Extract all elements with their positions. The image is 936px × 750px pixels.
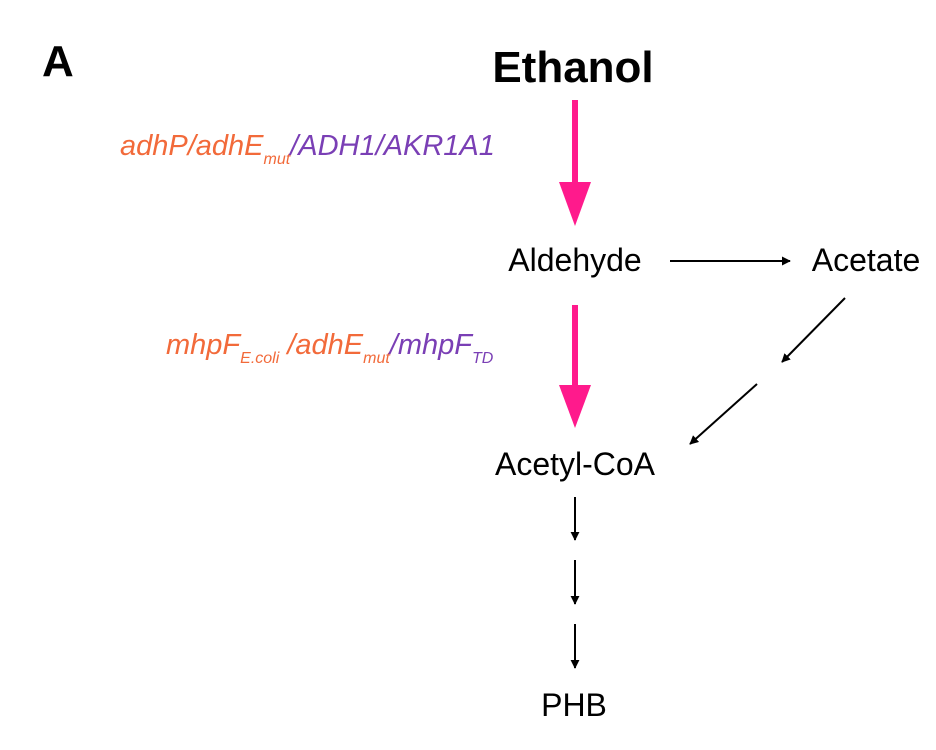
enzyme-bacterial-step2b: /adhE [279, 329, 363, 361]
enzyme-yeast-step1: /ADH1/AKR1A1 [288, 130, 495, 162]
aldehyde-label: Aldehyde [508, 242, 641, 278]
main-arrow-ethanol-to-aldehyde [559, 100, 591, 226]
enzyme-subscript-step2c: TD [472, 350, 494, 367]
arrow-intermediate-to-acetyl-coa [689, 383, 758, 445]
phb-label: PHB [541, 687, 607, 723]
enzyme-bacterial-step2a: mhpF [166, 329, 242, 361]
enzyme-label-step1: adhP/adhEmut/ADH1/AKR1A1 [120, 130, 495, 168]
main-arrow-aldehyde-to-acetyl-coa [559, 305, 591, 428]
arrow-acetate-to-intermediate [781, 297, 846, 363]
acetyl-coa-label: Acetyl-CoA [495, 446, 656, 482]
enzyme-subscript-step1: mut [264, 151, 291, 168]
acetate-label: Acetate [812, 242, 921, 278]
ethanol-label: Ethanol [492, 43, 653, 92]
enzyme-label-step2: mhpFE.coli /adhEmut/mhpFTD [166, 329, 494, 367]
enzyme-subscript-step2a: E.coli [240, 350, 280, 367]
enzyme-subscript-step2b: mut [363, 350, 390, 367]
panel-label: A [42, 37, 74, 86]
enzyme-yeast-step2: /mhpF [388, 329, 474, 361]
enzyme-bacterial-step1: adhP/adhE [120, 130, 264, 162]
